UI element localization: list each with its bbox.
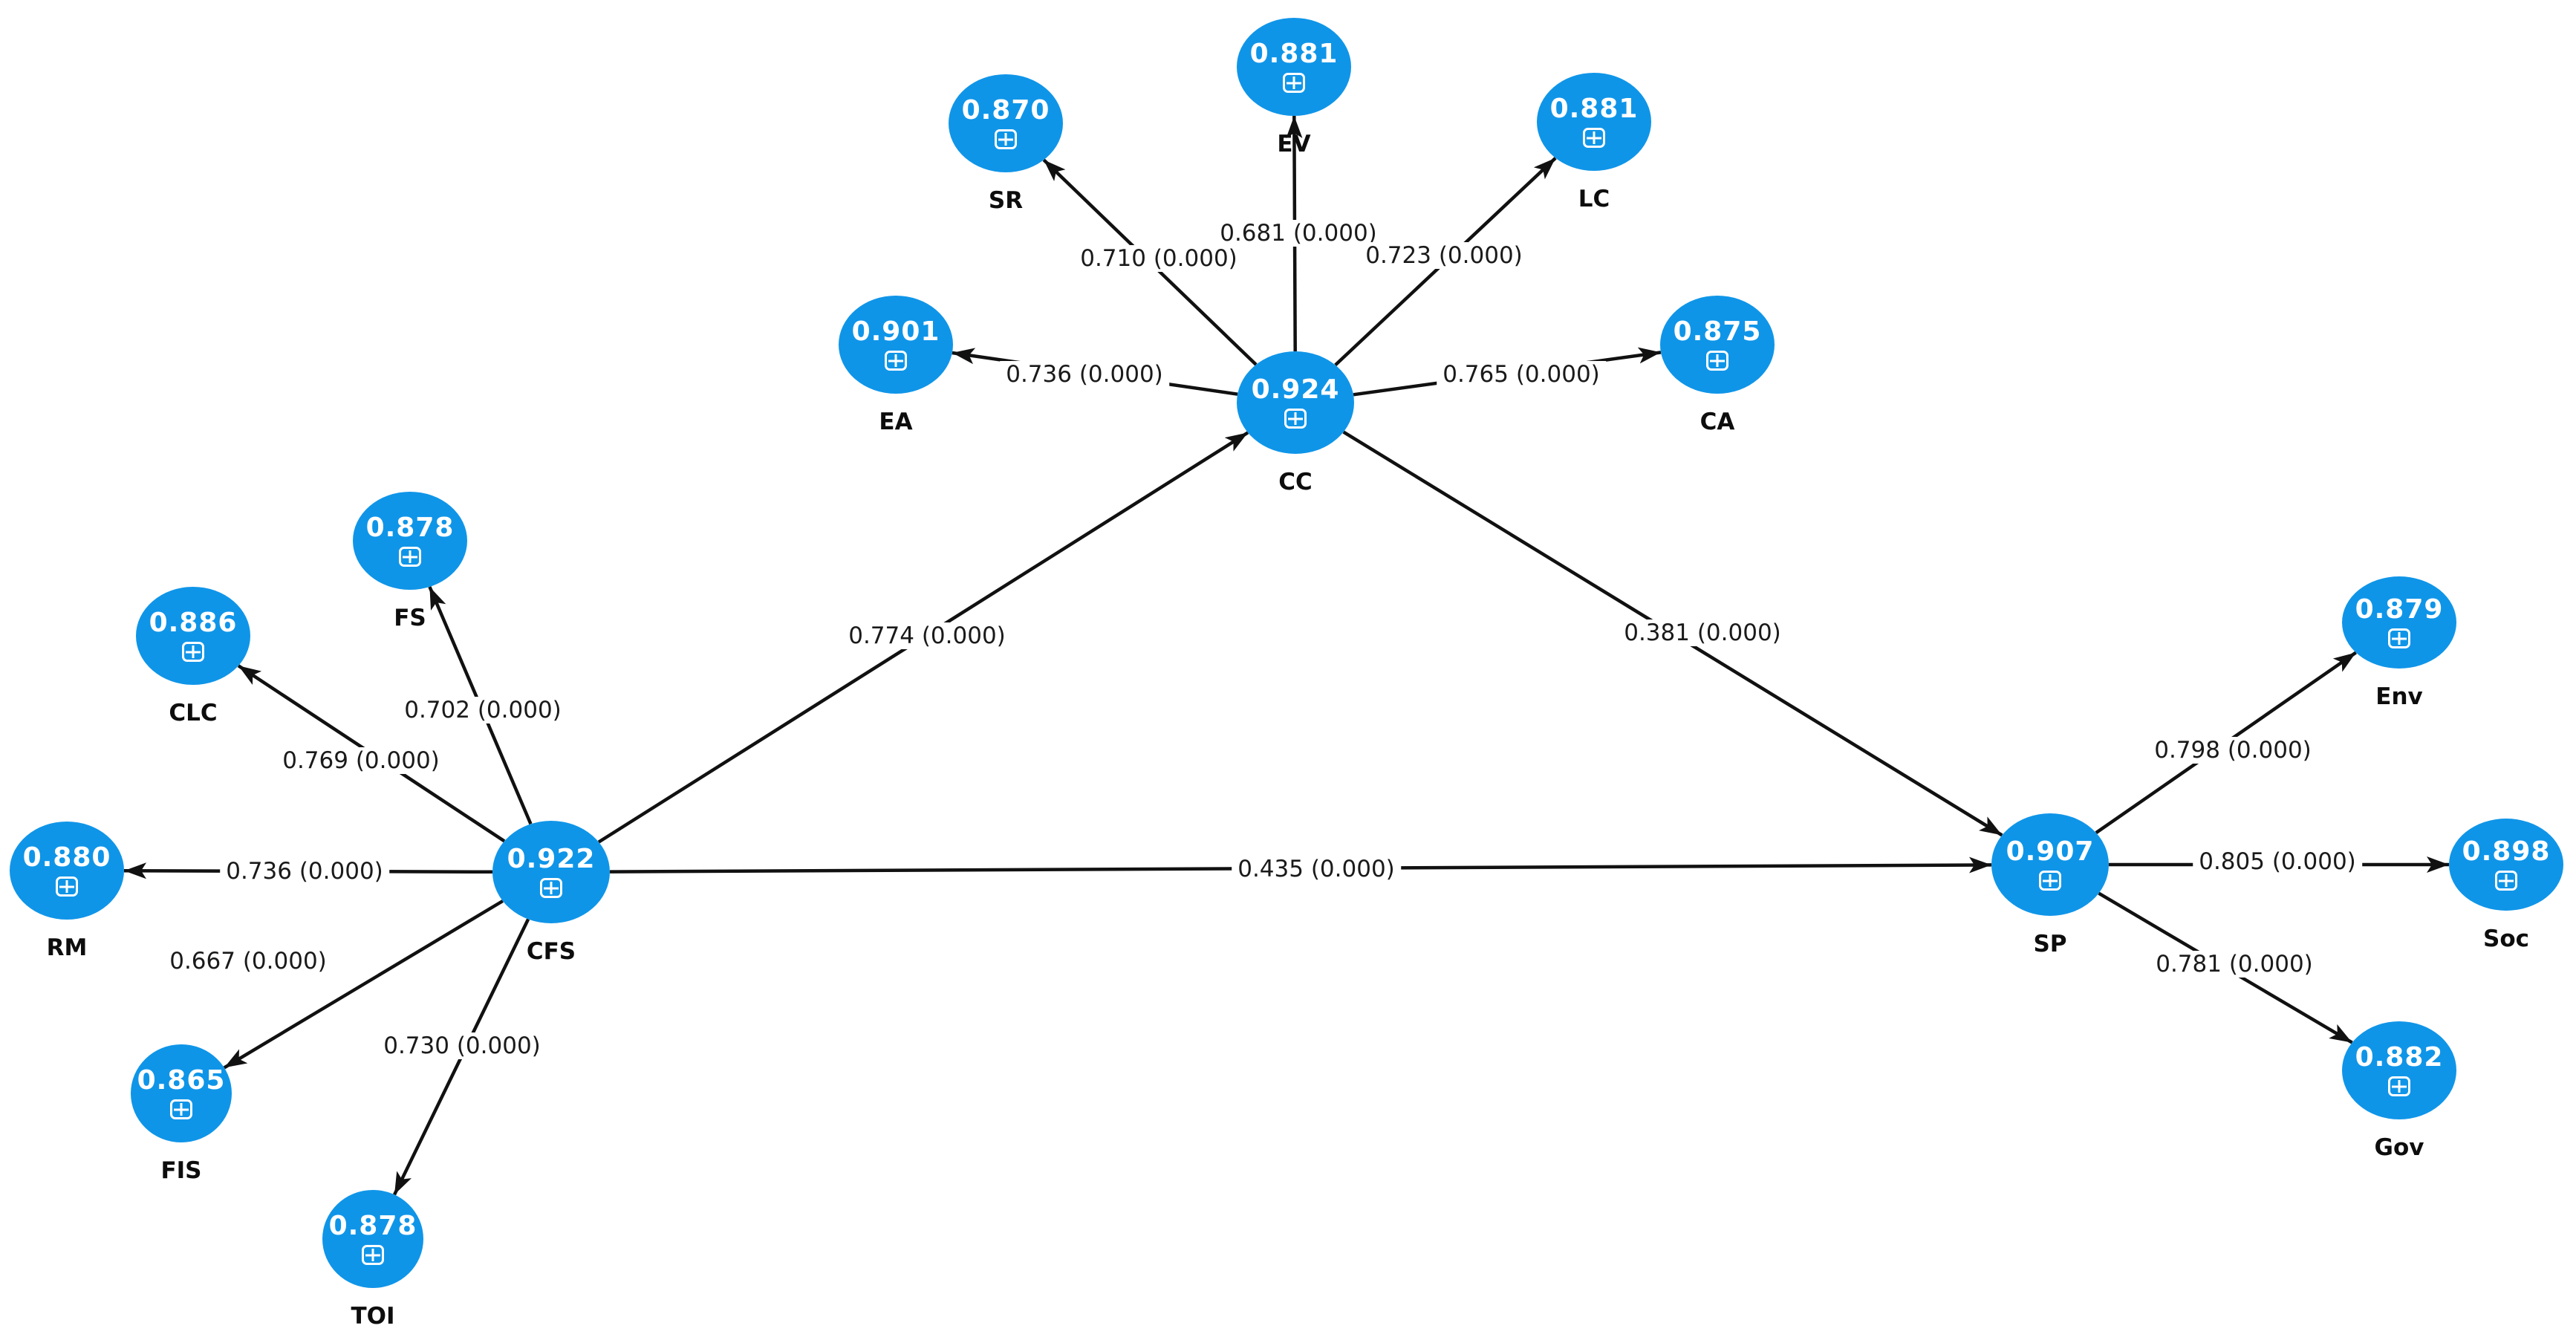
- path-coefficient-label-CFS-TOI: 0.730 (0.000): [377, 1032, 547, 1059]
- path-coefficient-label-CC-LC: 0.723 (0.000): [1359, 242, 1529, 269]
- node-label-LC: LC: [1578, 186, 1610, 212]
- node-label-CFS: CFS: [526, 938, 576, 965]
- path-coefficient-label-CFS-RM: 0.736 (0.000): [220, 858, 389, 885]
- indicator-node-TOI[interactable]: 0.878: [322, 1190, 423, 1288]
- node-label-CA: CA: [1700, 409, 1735, 435]
- node-value: 0.880: [22, 842, 111, 873]
- node-value: 0.924: [1251, 374, 1340, 405]
- expand-indicators-icon[interactable]: [1284, 409, 1307, 429]
- node-label-TOI: TOI: [351, 1303, 395, 1330]
- node-value: 0.882: [2355, 1042, 2444, 1073]
- path-coefficient-label-CC-CA: 0.765 (0.000): [1437, 361, 1606, 388]
- construct-node-SP[interactable]: 0.907: [1991, 813, 2109, 916]
- node-value: 0.875: [1673, 316, 1762, 347]
- node-value: 0.898: [2462, 836, 2551, 867]
- indicator-node-LC[interactable]: 0.881: [1537, 73, 1651, 171]
- path-coefficient-label-SP-Soc: 0.805 (0.000): [2193, 848, 2362, 875]
- indicator-node-EA[interactable]: 0.901: [839, 296, 953, 394]
- path-coefficient-label-CC-EV: 0.681 (0.000): [1214, 220, 1383, 247]
- indicator-node-RM[interactable]: 0.880: [10, 822, 124, 920]
- indicator-node-CA[interactable]: 0.875: [1660, 296, 1775, 394]
- expand-indicators-icon[interactable]: [2495, 871, 2517, 891]
- node-label-EA: EA: [879, 409, 913, 435]
- expand-indicators-icon[interactable]: [2388, 1076, 2410, 1096]
- indicator-node-CLC[interactable]: 0.886: [136, 587, 250, 685]
- indicator-node-Gov[interactable]: 0.882: [2342, 1021, 2456, 1119]
- path-coefficient-label-CFS-FS: 0.702 (0.000): [398, 697, 567, 723]
- indicator-node-Soc[interactable]: 0.898: [2449, 819, 2563, 911]
- path-coefficient-label-CFS-SP: 0.435 (0.000): [1232, 856, 1401, 882]
- node-label-Env: Env: [2375, 683, 2423, 710]
- path-coefficient-label-CC-EA: 0.736 (0.000): [1000, 361, 1169, 388]
- expand-indicators-icon[interactable]: [362, 1245, 384, 1265]
- node-value: 0.881: [1249, 39, 1339, 69]
- node-label-CLC: CLC: [169, 700, 218, 726]
- indicator-node-EV[interactable]: 0.881: [1237, 18, 1351, 116]
- indicator-node-FIS[interactable]: 0.865: [131, 1044, 232, 1142]
- node-label-FS: FS: [394, 605, 426, 631]
- expand-indicators-icon[interactable]: [1706, 351, 1728, 371]
- node-value: 0.878: [365, 513, 455, 543]
- node-value: 0.879: [2355, 594, 2444, 625]
- path-coefficient-label-SP-Env: 0.798 (0.000): [2148, 737, 2318, 764]
- path-coefficient-label-CFS-FIS: 0.667 (0.000): [163, 948, 333, 975]
- node-value: 0.870: [961, 95, 1050, 126]
- indicator-node-SR[interactable]: 0.870: [949, 74, 1063, 172]
- node-value: 0.865: [137, 1065, 226, 1096]
- node-value: 0.901: [851, 316, 940, 347]
- path-coefficient-label-CFS-CLC: 0.769 (0.000): [276, 747, 446, 774]
- node-label-Gov: Gov: [2374, 1134, 2424, 1161]
- node-label-EV: EV: [1277, 131, 1311, 157]
- node-value: 0.922: [507, 844, 596, 874]
- expand-indicators-icon[interactable]: [540, 878, 562, 898]
- expand-indicators-icon[interactable]: [182, 642, 204, 662]
- expand-indicators-icon[interactable]: [56, 876, 78, 897]
- expand-indicators-icon[interactable]: [170, 1099, 192, 1119]
- construct-node-CC[interactable]: 0.924: [1237, 351, 1354, 454]
- node-label-FIS: FIS: [160, 1157, 202, 1184]
- expand-indicators-icon[interactable]: [2039, 871, 2061, 891]
- node-label-RM: RM: [46, 934, 88, 961]
- expand-indicators-icon[interactable]: [885, 351, 907, 371]
- node-label-CC: CC: [1278, 469, 1313, 495]
- expand-indicators-icon[interactable]: [1583, 128, 1605, 148]
- indicator-node-FS[interactable]: 0.878: [353, 492, 467, 590]
- path-coefficient-label-CC-SR: 0.710 (0.000): [1074, 245, 1243, 272]
- construct-node-CFS[interactable]: 0.922: [492, 821, 610, 923]
- expand-indicators-icon[interactable]: [1283, 73, 1305, 93]
- node-label-SP: SP: [2033, 931, 2067, 957]
- node-value: 0.907: [2006, 836, 2095, 867]
- path-arrow-CFS-FIS: [223, 900, 504, 1070]
- path-coefficient-label-CFS-CC: 0.774 (0.000): [842, 622, 1012, 649]
- node-value: 0.881: [1549, 94, 1639, 124]
- path-coefficient-label-SP-Gov: 0.781 (0.000): [2150, 951, 2319, 978]
- node-label-Soc: Soc: [2483, 926, 2529, 952]
- indicator-node-Env[interactable]: 0.879: [2342, 576, 2456, 669]
- expand-indicators-icon[interactable]: [995, 129, 1017, 149]
- node-label-SR: SR: [988, 187, 1024, 214]
- expand-indicators-icon[interactable]: [399, 547, 421, 567]
- node-value: 0.886: [149, 608, 238, 638]
- path-coefficient-label-CC-SP: 0.381 (0.000): [1618, 619, 1787, 646]
- expand-indicators-icon[interactable]: [2388, 628, 2410, 648]
- node-value: 0.878: [328, 1211, 417, 1241]
